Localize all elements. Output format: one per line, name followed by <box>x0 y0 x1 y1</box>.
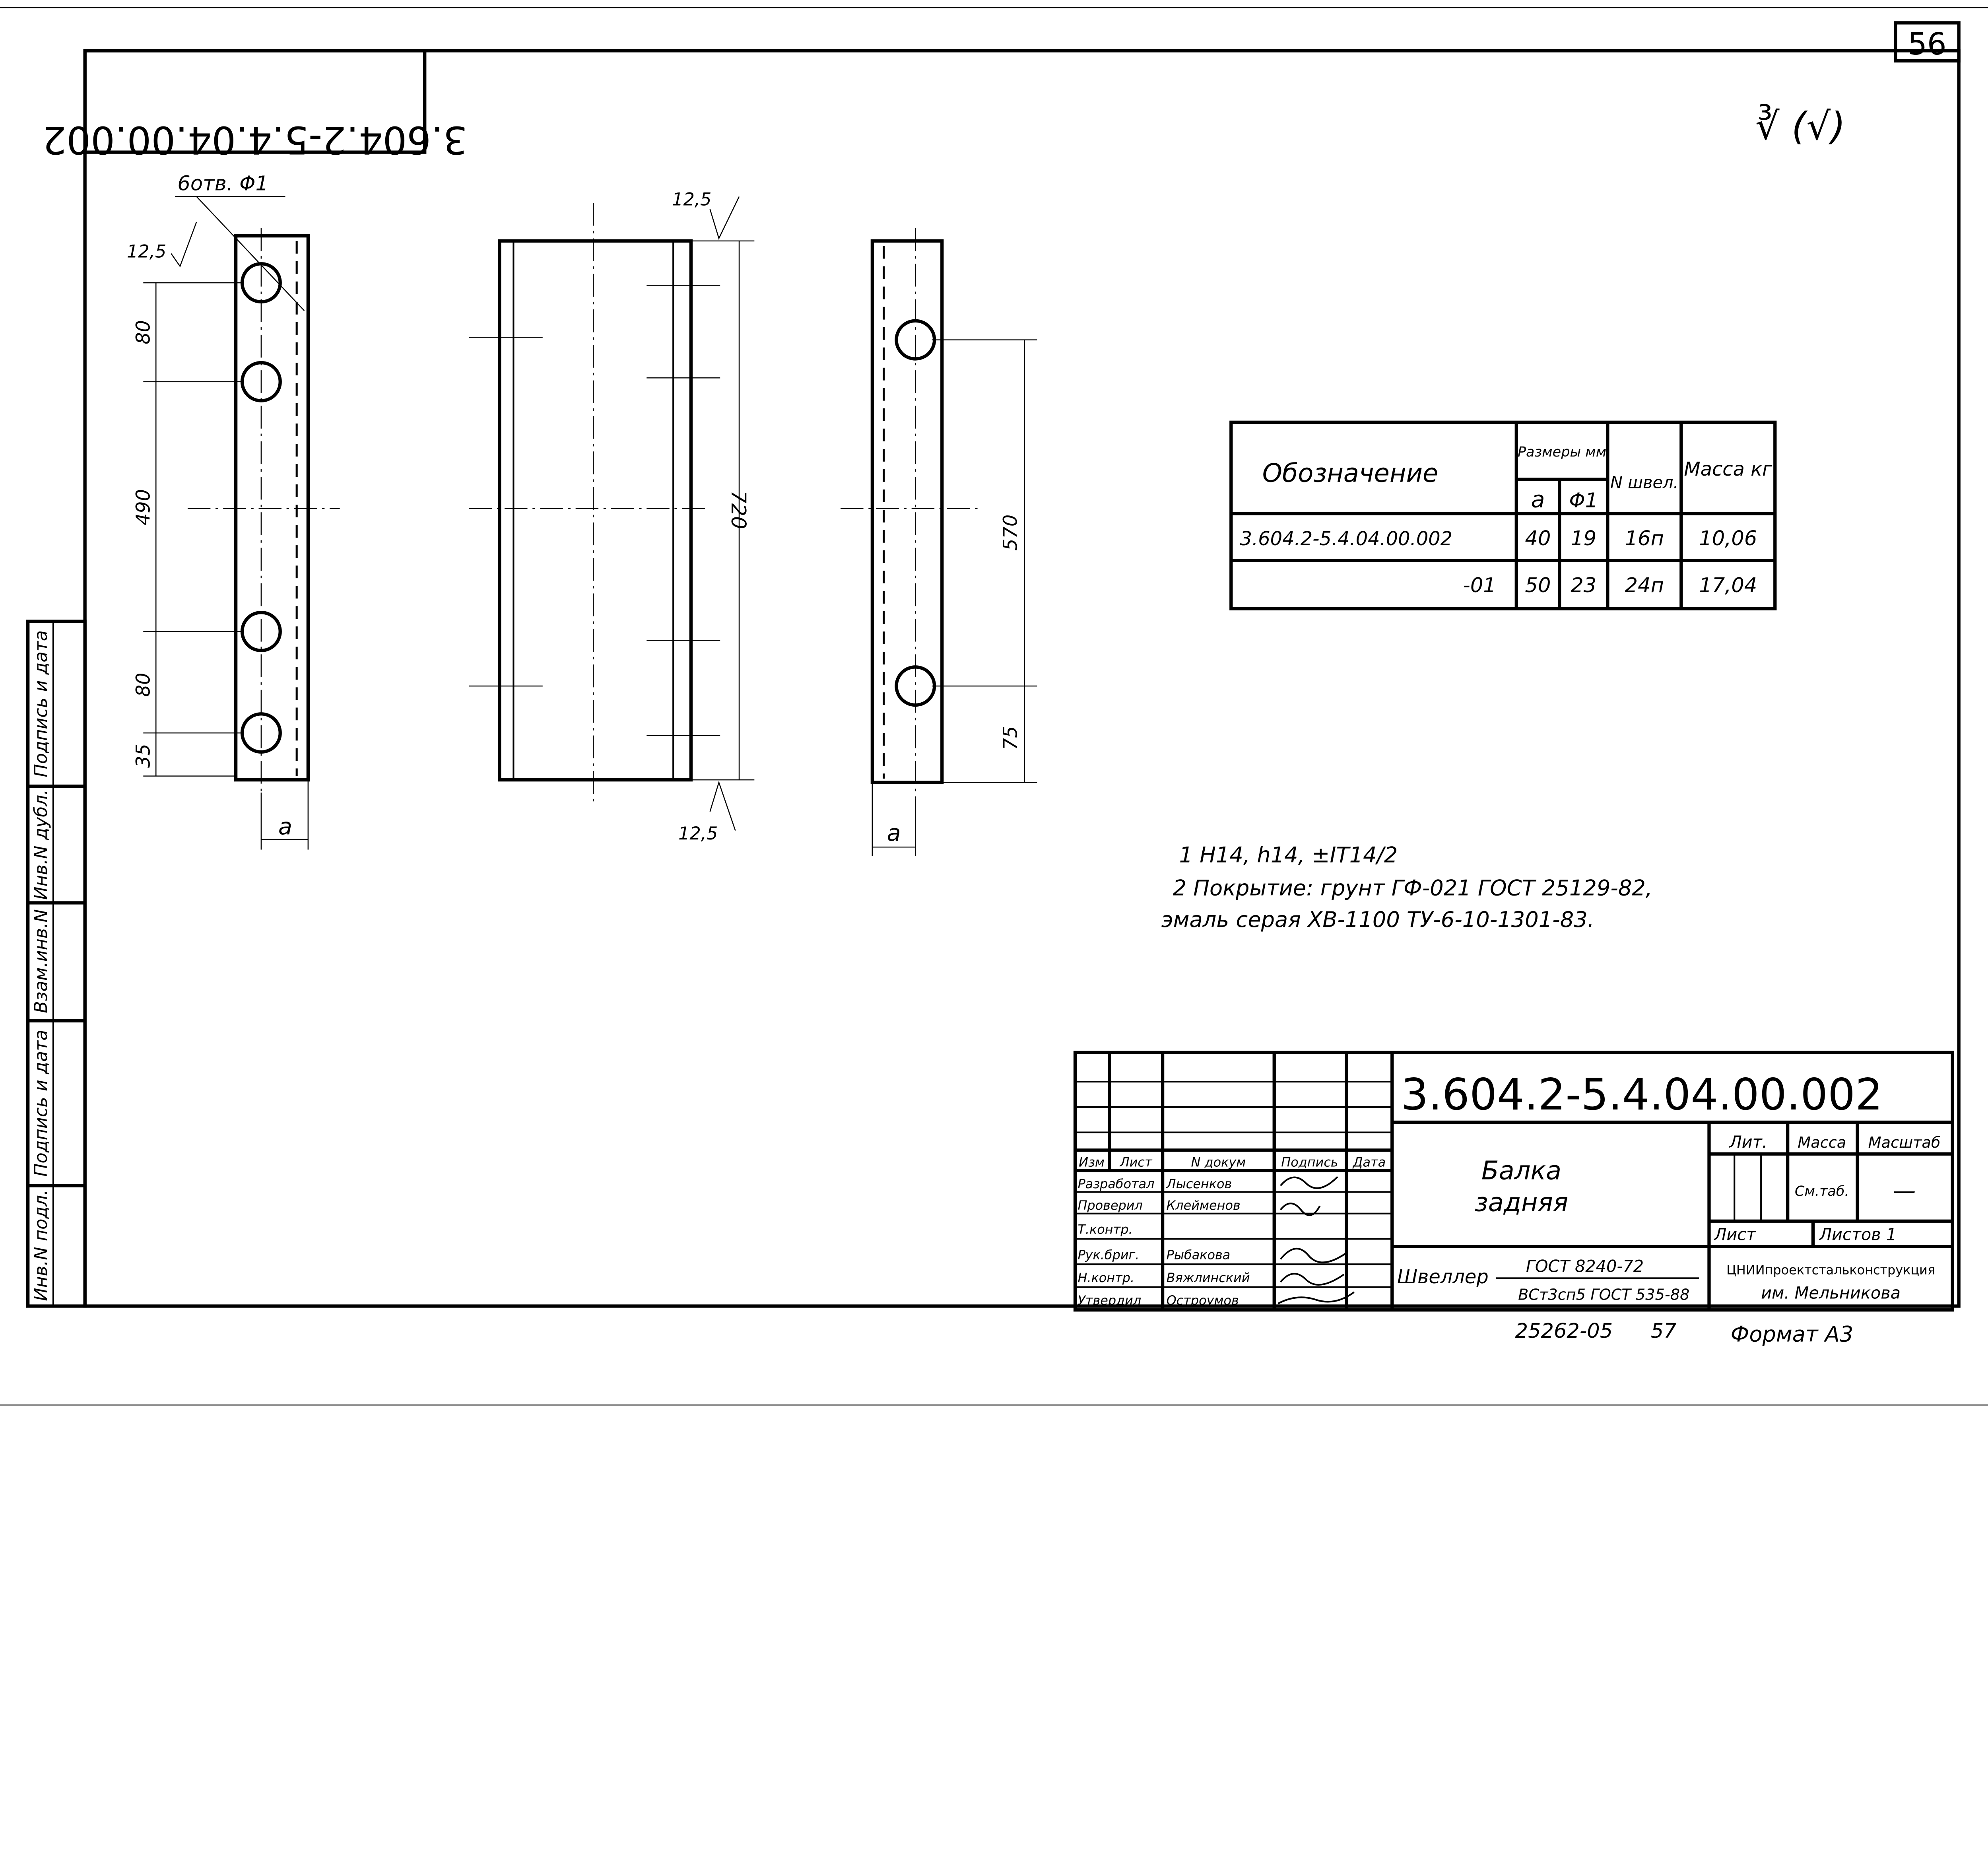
svg-text:a: a <box>1531 486 1545 513</box>
svg-text:16п: 16п <box>1625 527 1664 550</box>
svg-text:Лист: Лист <box>1713 1225 1757 1244</box>
svg-text:80: 80 <box>132 320 154 344</box>
format-label: Формат А3 <box>1731 1322 1854 1347</box>
svg-text:Φ1: Φ1 <box>1569 489 1598 513</box>
svg-text:Лысенков: Лысенков <box>1166 1176 1232 1191</box>
signatures <box>1277 1176 1355 1304</box>
sheet-number: 56 <box>1908 27 1946 62</box>
svg-text:720: 720 <box>726 490 750 529</box>
svg-text:Вяжлинский: Вяжлинский <box>1167 1270 1250 1285</box>
svg-text:75: 75 <box>1000 726 1021 750</box>
svg-text:Балка: Балка <box>1481 1156 1561 1186</box>
svg-text:Подпись и дата: Подпись и дата <box>31 630 51 777</box>
svg-text:Остроумов: Остроумов <box>1167 1293 1239 1308</box>
svg-text:Масса: Масса <box>1798 1134 1846 1152</box>
svg-text:Разработал: Разработал <box>1077 1176 1154 1191</box>
svg-text:50: 50 <box>1525 574 1551 597</box>
svg-text:N докум: N докум <box>1191 1155 1246 1170</box>
side-view: 570 75 a <box>841 228 1037 856</box>
holes-label: 6отв. Φ1 <box>177 172 268 195</box>
svg-text:-01: -01 <box>1463 574 1496 597</box>
variants-table: Обозначение Размеры мм a Φ1 N швел. Масс… <box>1229 420 1777 610</box>
svg-text:Лист: Лист <box>1120 1155 1153 1170</box>
table-row: -01 50 23 24п 17,04 <box>1463 574 1757 597</box>
svg-text:Лит.: Лит. <box>1729 1133 1767 1152</box>
svg-text:12,5: 12,5 <box>678 823 718 844</box>
svg-text:12,5: 12,5 <box>127 241 166 262</box>
svg-text:Клейменов: Клейменов <box>1167 1198 1241 1213</box>
svg-text:23: 23 <box>1571 574 1596 597</box>
svg-text:10,06: 10,06 <box>1699 527 1757 550</box>
notes: 1 H14, h14, ±IT14/2 2 Покрытие: грунт ГФ… <box>1161 842 1652 932</box>
svg-text:35: 35 <box>132 744 154 768</box>
svg-text:Швеллер: Швеллер <box>1397 1266 1489 1288</box>
svg-text:См.таб.: См.таб. <box>1795 1183 1849 1199</box>
hole <box>240 361 282 402</box>
svg-text:Инв.N дубл.: Инв.N дубл. <box>31 789 51 900</box>
svg-text:эмаль серая ХВ-1100 ТУ-6-10-13: эмаль серая ХВ-1100 ТУ-6-10-1301-83. <box>1161 907 1594 932</box>
document-code: 3.604.2-5.4.04.00.002 <box>1401 1069 1883 1120</box>
svg-text:Инв.N подл.: Инв.N подл. <box>31 1189 51 1301</box>
svg-text:Масштаб: Масштаб <box>1868 1134 1941 1152</box>
hole <box>240 611 282 652</box>
svg-text:Рук.бриг.: Рук.бриг. <box>1077 1247 1139 1262</box>
svg-text:ЦНИИпроектстальконструкция: ЦНИИпроектстальконструкция <box>1726 1263 1935 1278</box>
title-block: Изм Лист N докум Подпись Дата Разработал… <box>1073 1051 1954 1312</box>
svg-text:задняя: задняя <box>1475 1188 1568 1217</box>
svg-text:19: 19 <box>1571 527 1596 550</box>
svg-text:1 H14, h14, ±IT14/2: 1 H14, h14, ±IT14/2 <box>1179 842 1398 867</box>
left-stamp: Инв.N подл. Подпись и дата Взам.инв.N Ин… <box>26 620 87 1308</box>
svg-text:Дата: Дата <box>1352 1155 1386 1170</box>
svg-text:490: 490 <box>132 489 154 525</box>
page-number: 57 <box>1651 1319 1677 1343</box>
svg-text:24п: 24п <box>1625 574 1664 597</box>
svg-text:2 Покрытие: грунт ГФ-021 ГОСТ: 2 Покрытие: грунт ГФ-021 ГОСТ 25129-82, <box>1173 875 1652 900</box>
svg-text:N швел.: N швел. <box>1610 473 1679 492</box>
svg-text:им. Мельникова: им. Мельникова <box>1761 1283 1901 1302</box>
hole <box>240 712 282 754</box>
svg-text:Подпись: Подпись <box>1281 1155 1338 1170</box>
svg-text:Листов 1: Листов 1 <box>1819 1225 1897 1244</box>
svg-text:a: a <box>278 813 292 840</box>
svg-text:Изм: Изм <box>1079 1155 1105 1170</box>
front-view: 720 12,5 12,5 <box>469 189 755 844</box>
svg-text:ВСт3сп5 ГОСТ 535-88: ВСт3сп5 ГОСТ 535-88 <box>1518 1286 1689 1304</box>
drawing-sheet: 56 3.604.2-5.4.04.00.002 ∛ (√) Инв.N под… <box>0 7 1988 1406</box>
svg-text:Размеры мм: Размеры мм <box>1518 444 1606 460</box>
svg-text:Проверил: Проверил <box>1077 1198 1142 1213</box>
svg-text:3.604.2-5.4.04.00.002: 3.604.2-5.4.04.00.002 <box>1240 528 1453 550</box>
svg-text:17,04: 17,04 <box>1699 574 1757 597</box>
svg-text:ГОСТ 8240-72: ГОСТ 8240-72 <box>1526 1257 1644 1276</box>
hole <box>240 262 282 304</box>
svg-text:Подпись и дата: Подпись и дата <box>31 1030 51 1177</box>
svg-text:Взам.инв.N: Взам.инв.N <box>31 909 51 1013</box>
svg-text:Т.контр.: Т.контр. <box>1077 1222 1132 1237</box>
svg-text:Утвердил: Утвердил <box>1077 1293 1141 1308</box>
sheet-number-box <box>1894 21 1961 63</box>
svg-text:570: 570 <box>1000 515 1021 551</box>
roughness-symbol: ∛ (√) <box>1755 104 1846 149</box>
svg-text:40: 40 <box>1525 527 1551 550</box>
table-row: 3.604.2-5.4.04.00.002 40 19 16п 10,06 <box>1240 527 1757 550</box>
svg-text:Обозначение: Обозначение <box>1262 459 1438 488</box>
svg-text:80: 80 <box>132 672 154 697</box>
svg-text:Н.контр.: Н.контр. <box>1077 1270 1134 1285</box>
order-number: 25262-05 <box>1515 1319 1613 1343</box>
svg-text:Рыбакова: Рыбакова <box>1167 1247 1231 1262</box>
svg-text:—: — <box>1893 1177 1916 1204</box>
svg-text:a: a <box>887 820 901 846</box>
svg-text:Масса кг: Масса кг <box>1684 459 1773 480</box>
left-view: 80 490 80 35 a 6отв. Φ1 12,5 <box>127 172 340 850</box>
rotated-code: 3.604.2-5.4.04.00.002 <box>42 118 467 162</box>
svg-text:12,5: 12,5 <box>672 189 711 210</box>
